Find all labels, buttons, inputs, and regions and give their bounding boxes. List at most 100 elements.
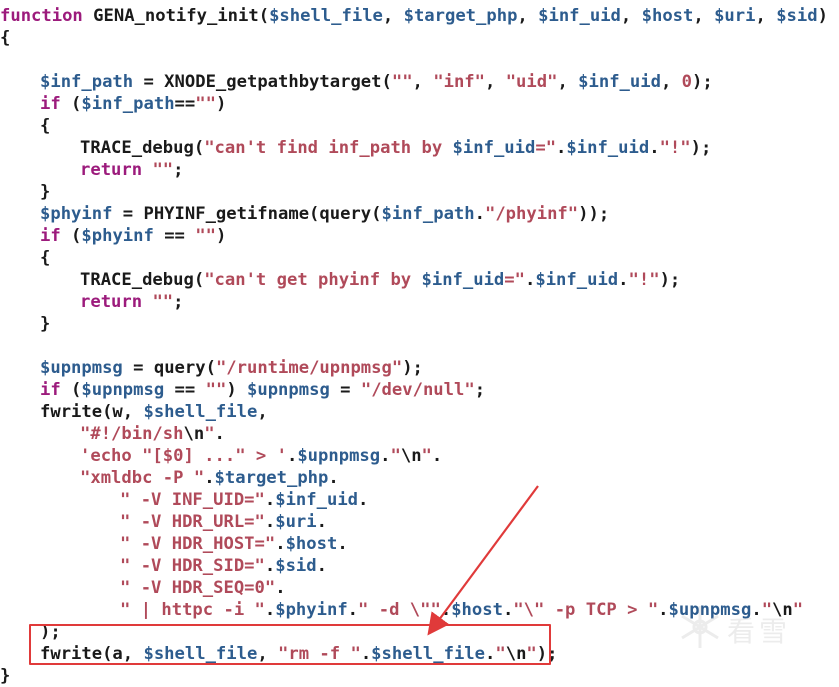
- string: "uid": [505, 72, 558, 92]
- punct: ): [215, 226, 227, 246]
- code-line-23: " -V INF_UID=".$inf_uid.: [0, 489, 839, 511]
- escape-seq: \n: [772, 600, 793, 620]
- variable: $inf_path: [381, 204, 475, 224]
- expr: = query(: [122, 358, 216, 378]
- variable: $inf_uid: [421, 270, 505, 290]
- code-line-4: $inf_path = XNODE_getpathbytarget("", "i…: [0, 71, 839, 93]
- code-line-15: }: [0, 313, 839, 335]
- concat: .: [347, 600, 359, 620]
- variable: $inf_uid: [275, 490, 359, 510]
- string: ": [792, 600, 804, 620]
- string: " | httpc -i ": [120, 600, 265, 620]
- concat: .: [264, 600, 276, 620]
- concat: .: [264, 512, 276, 532]
- concat: .: [358, 490, 369, 510]
- code-line-20: "#!/bin/sh\n".: [0, 423, 839, 445]
- punct: ,: [517, 6, 539, 26]
- string: "/runtime/upnpmsg": [215, 358, 403, 378]
- code-line-30: fwrite(a, $shell_file, "rm -f ".$shell_f…: [0, 643, 839, 665]
- string: "\" -p TCP > ": [513, 600, 659, 620]
- string: "/phyinf": [484, 204, 579, 224]
- concat: .: [502, 600, 514, 620]
- keyword: if: [40, 226, 61, 246]
- variable: $upnpmsg: [40, 358, 123, 378]
- variable: $shell_file: [143, 402, 258, 422]
- code-line-29: );: [0, 621, 839, 643]
- concat: .: [264, 490, 276, 510]
- variable: $shell_file: [143, 644, 258, 664]
- code-line-11: if ($phyinf == ""): [0, 225, 839, 247]
- string: "": [142, 292, 174, 312]
- concat: .: [649, 138, 660, 158]
- arrow-line: [427, 485, 539, 636]
- punct: ,: [485, 72, 506, 92]
- concat: .: [316, 556, 327, 576]
- string: ": [421, 446, 432, 466]
- concat: .: [431, 446, 443, 466]
- code-line-17: $upnpmsg = query("/runtime/upnpmsg");: [0, 357, 839, 379]
- string: " -V HDR_HOST=": [120, 534, 276, 554]
- concat: .: [316, 512, 327, 532]
- string: "": [205, 380, 227, 400]
- concat: .: [275, 534, 286, 554]
- code-line-21: 'echo "[$0] ..." > '.$upnpmsg."\n".: [0, 445, 839, 467]
- variable: $phyinf: [40, 204, 113, 224]
- operator: ==: [164, 380, 206, 400]
- expr: = XNODE_getpathbytarget(: [133, 72, 392, 92]
- variable: $upnpmsg: [247, 380, 330, 400]
- watermark-text: 看雪: [727, 615, 792, 648]
- punct: ,: [412, 72, 434, 92]
- punct: ;: [474, 380, 486, 400]
- punct: ,: [382, 6, 404, 26]
- variable: $upnpmsg: [297, 446, 381, 466]
- brace: {: [40, 116, 51, 136]
- string: "": [195, 226, 216, 246]
- punct: );: [692, 72, 713, 92]
- function-call: TRACE_debug(: [80, 270, 205, 290]
- string: "/dev/null": [360, 380, 475, 400]
- concat: .: [751, 600, 762, 620]
- string: "can't find inf_path by: [204, 138, 453, 158]
- keyword: function: [0, 6, 83, 26]
- punct: ,: [755, 6, 777, 26]
- snowflake-logo-icon: [681, 606, 719, 648]
- string: "": [391, 72, 413, 92]
- string: "": [142, 160, 174, 180]
- variable: $upnpmsg: [81, 380, 165, 400]
- code-line-22: "xmldbc -P ".$target_php.: [0, 467, 839, 489]
- string: "rm -f ": [278, 644, 361, 664]
- brace: {: [0, 28, 11, 48]
- function-call: fwrite(w,: [40, 402, 144, 422]
- punct: ): [817, 6, 828, 26]
- function-name: GENA_notify_init(: [82, 6, 270, 26]
- punct: ,: [620, 6, 642, 26]
- operator: ==: [153, 226, 196, 246]
- concat: .: [275, 578, 286, 598]
- variable: $uri: [275, 512, 317, 532]
- punct: ): [226, 380, 248, 400]
- punct: );: [690, 138, 712, 158]
- string: ": [526, 644, 537, 664]
- string: =": [504, 270, 525, 290]
- code-line-18: if ($upnpmsg == "") $upnpmsg = "/dev/nul…: [0, 379, 839, 401]
- concat: .: [556, 138, 567, 158]
- string: ": [204, 424, 215, 444]
- variable: $sid: [776, 6, 818, 26]
- variable: $shell_file: [371, 644, 485, 664]
- punct: );: [659, 270, 681, 290]
- concat: .: [525, 270, 536, 290]
- string: ": [495, 644, 506, 664]
- punct: );: [40, 622, 61, 642]
- string: 'echo "[$0] ..." > ': [80, 446, 287, 466]
- code-line-26: " -V HDR_SID=".$sid.: [0, 555, 839, 577]
- variable: $upnpmsg: [668, 600, 752, 620]
- variable: $host: [451, 600, 503, 620]
- concat: .: [264, 556, 276, 576]
- punct: ,: [257, 644, 279, 664]
- code-line-9: }: [0, 181, 839, 203]
- code-line-19: fwrite(w, $shell_file,: [0, 401, 839, 423]
- string: "xmldbc -P ": [80, 468, 205, 488]
- variable: $inf_uid: [566, 138, 650, 158]
- variable: $inf_path: [81, 94, 175, 114]
- variable: $uri: [714, 6, 756, 26]
